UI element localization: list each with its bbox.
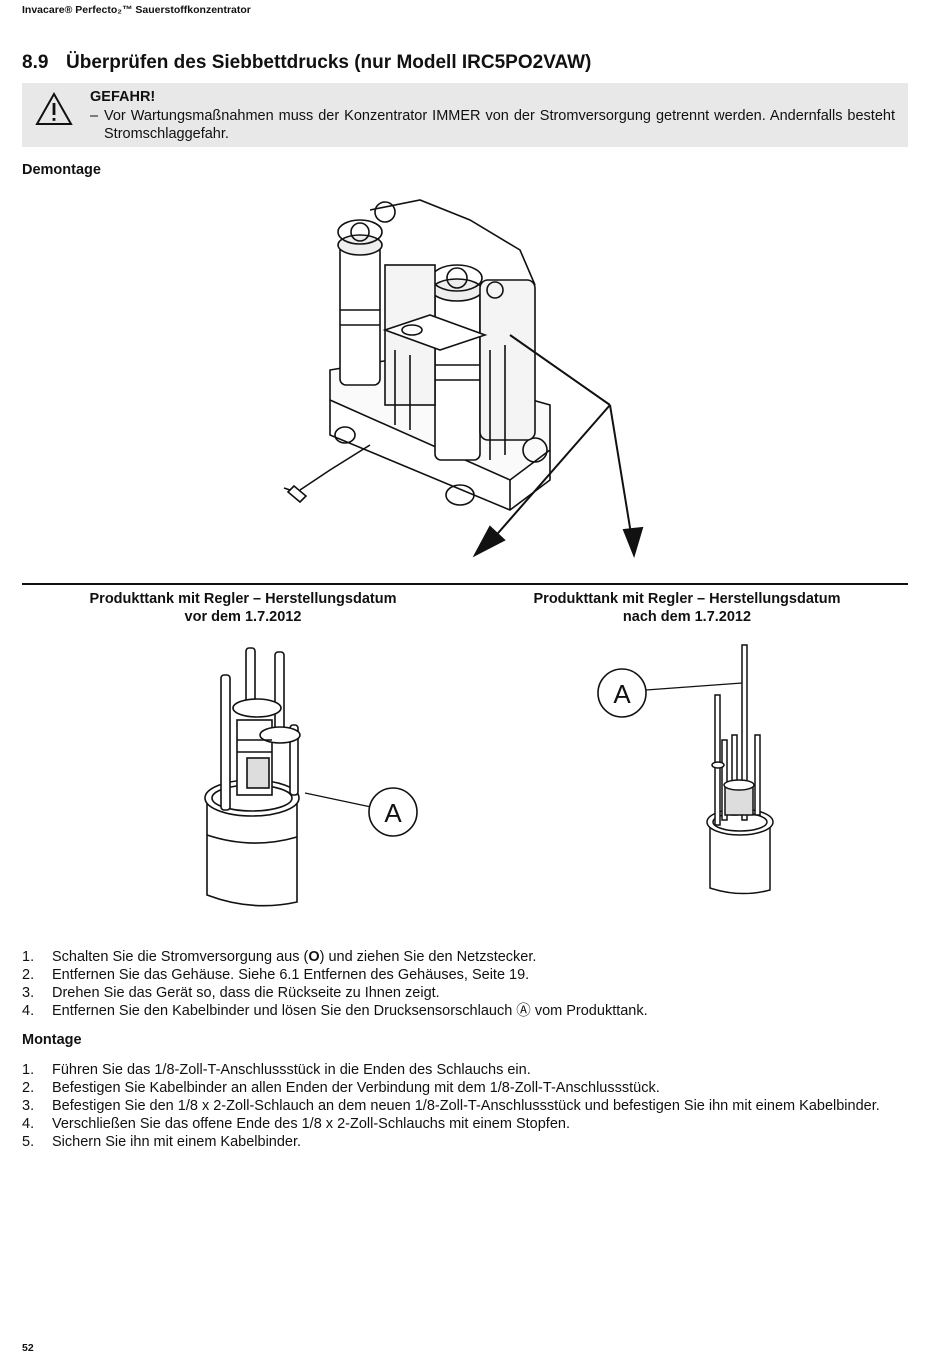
caption-left: Produkttank mit Regler – Herstellungsdat… bbox=[60, 590, 426, 626]
montage-steps: 1. Führen Sie das 1/8-Zoll-T-Anschlussstü… bbox=[22, 1061, 892, 1151]
step-text-before: Schalten Sie die Stromversorgung aus ( bbox=[52, 949, 309, 965]
demontage-heading: Demontage bbox=[22, 162, 101, 178]
caption-left-line1: Produkttank mit Regler – Herstellungsdat… bbox=[89, 591, 397, 607]
callout-a-right: A bbox=[613, 679, 631, 709]
step-text: Befestigen Sie Kabelbinder an allen Ende… bbox=[52, 1080, 660, 1096]
list-item: 5. Sichern Sie ihn mit einem Kabelbinder. bbox=[22, 1133, 892, 1151]
step-text: Befestigen Sie den 1/8 x 2-Zoll-Schlauch… bbox=[52, 1098, 880, 1114]
off-symbol: O bbox=[308, 949, 320, 965]
step-number: 2. bbox=[22, 1080, 35, 1096]
step-number: 1. bbox=[22, 949, 35, 965]
danger-box: GEFAHR! – Vor Wartungsmaßnahmen muss der… bbox=[22, 83, 908, 147]
danger-message: Vor Wartungsmaßnahmen muss der Konzentra… bbox=[104, 108, 895, 142]
product-tank-after-illustration: A bbox=[597, 644, 774, 895]
step-text-after: ) und ziehen Sie den Netzstecker. bbox=[319, 949, 537, 965]
step-number: 4. bbox=[22, 1003, 35, 1019]
product-tank-before-illustration: A bbox=[204, 647, 418, 907]
step-number: 4. bbox=[22, 1116, 35, 1132]
concentrator-illustration bbox=[283, 199, 644, 559]
step-text: Verschließen Sie das offene Ende des 1/8… bbox=[52, 1116, 570, 1132]
danger-text: – Vor Wartungsmaßnahmen muss der Konzent… bbox=[90, 107, 895, 143]
callout-a-left: A bbox=[384, 798, 402, 828]
section-number: 8.9 bbox=[22, 52, 49, 73]
demontage-steps: 1. Schalten Sie die Stromversorgung aus (… bbox=[22, 948, 892, 1020]
step-text: Drehen Sie das Gerät so, dass die Rückse… bbox=[52, 985, 440, 1001]
caption-right: Produkttank mit Regler – Herstellungsdat… bbox=[504, 590, 870, 626]
section-title-text: Überprüfen des Siebbettdrucks (nur Model… bbox=[66, 52, 592, 73]
list-item: 3. Drehen Sie das Gerät so, dass die Rück… bbox=[22, 984, 892, 1002]
list-item: 1. Führen Sie das 1/8-Zoll-T-Anschlussstü… bbox=[22, 1061, 892, 1079]
caption-left-line2: vor dem 1.7.2012 bbox=[184, 609, 302, 625]
list-item: 2. Befestigen Sie Kabelbinder an allen En… bbox=[22, 1079, 892, 1097]
step-text: Entfernen Sie das Gehäuse. Siehe 6.1 Ent… bbox=[52, 967, 530, 983]
danger-heading: GEFAHR! bbox=[90, 89, 156, 105]
list-item: 4. Entfernen Sie den Kabelbinder und löse… bbox=[22, 1002, 892, 1020]
step-number: 3. bbox=[22, 1098, 35, 1114]
page-number: 52 bbox=[22, 1342, 34, 1354]
section-title: 8.9 Überprüfen des Siebbettdrucks (nur Mo… bbox=[22, 52, 591, 74]
list-item: 2. Entfernen Sie das Gehäuse. Siehe 6.1 E… bbox=[22, 966, 892, 984]
list-item: 3. Befestigen Sie den 1/8 x 2-Zoll-Schlau… bbox=[22, 1097, 892, 1115]
step-text: Führen Sie das 1/8-Zoll-T-Anschlussstück… bbox=[52, 1062, 531, 1078]
step-number: 1. bbox=[22, 1062, 35, 1078]
figure-divider bbox=[22, 583, 908, 585]
danger-dash: – bbox=[90, 108, 99, 124]
caption-right-line2: nach dem 1.7.2012 bbox=[622, 609, 752, 625]
step-number: 5. bbox=[22, 1134, 35, 1150]
montage-heading: Montage bbox=[22, 1032, 82, 1048]
caption-right-line1: Produkttank mit Regler – Herstellungsdat… bbox=[533, 591, 841, 607]
step-number: 3. bbox=[22, 985, 35, 1001]
list-item: 1. Schalten Sie die Stromversorgung aus (… bbox=[22, 948, 892, 966]
step-number: 2. bbox=[22, 967, 35, 983]
step-text: Entfernen Sie den Kabelbinder und lösen … bbox=[52, 1003, 648, 1019]
list-item: 4. Verschließen Sie das offene Ende des … bbox=[22, 1115, 892, 1133]
running-header: Invacare® Perfecto₂™ Sauerstoffkonzentra… bbox=[22, 4, 251, 16]
warning-triangle-icon bbox=[35, 91, 73, 125]
step-text: Sichern Sie ihn mit einem Kabelbinder. bbox=[52, 1134, 302, 1150]
